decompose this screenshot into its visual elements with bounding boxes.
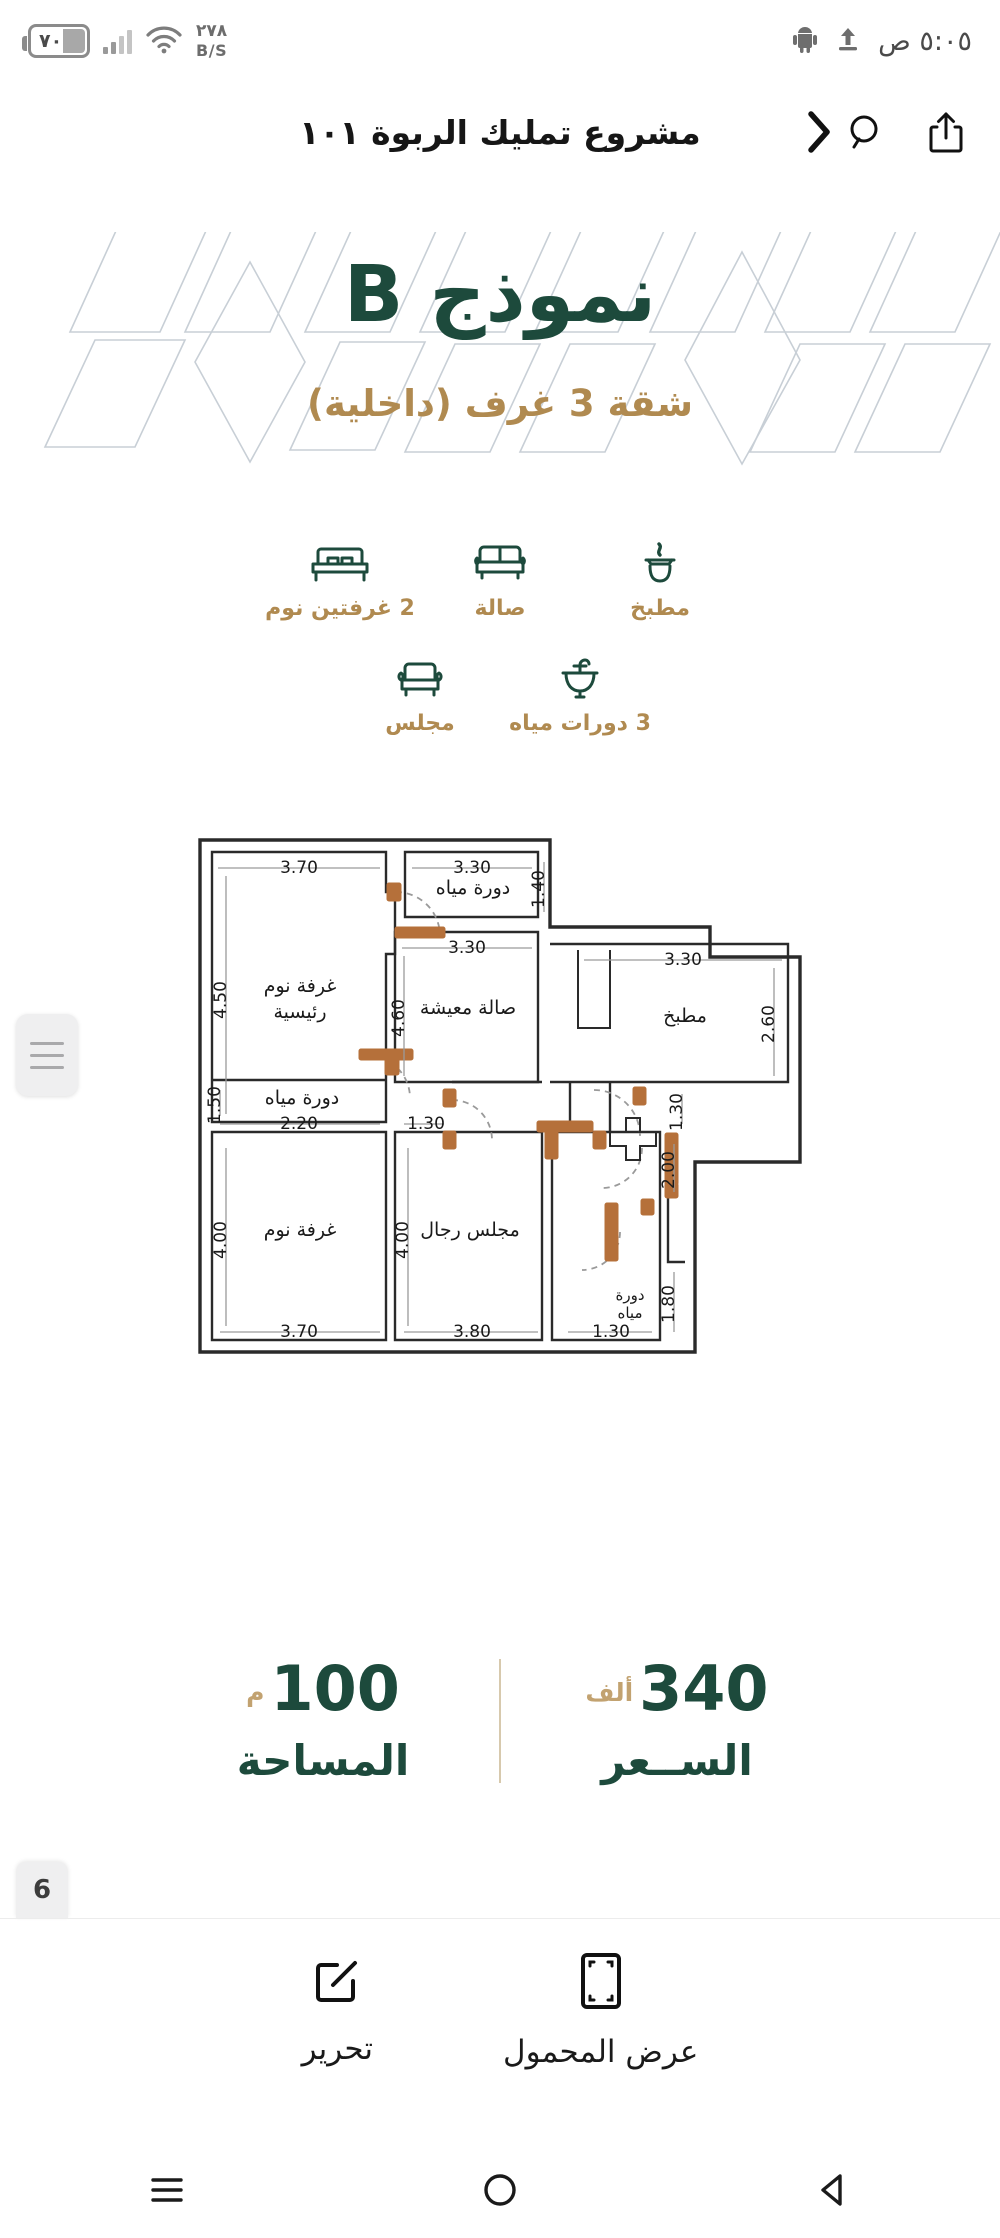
feature-kitchen: مطبخ — [580, 540, 740, 621]
network-speed-indicator: ٢٧٨ B/S — [196, 21, 228, 61]
dim-1-50: 1.50 — [205, 1086, 225, 1124]
stats-divider — [499, 1659, 501, 1783]
feature-bedrooms: 2 غرفتين نوم — [260, 540, 420, 621]
dim-3-30-kitchen: 3.30 — [664, 950, 702, 970]
feature-label: 2 غرفتين نوم — [265, 596, 415, 621]
bed-icon — [309, 540, 371, 586]
room-label-master-2: رئيسية — [273, 1001, 326, 1023]
battery-percent-label: ٧٠ — [39, 30, 63, 52]
network-speed-unit: B/S — [196, 41, 228, 60]
model-title: نموذج B — [343, 250, 657, 340]
status-bar: ٧٠ ٢٧٨ B/S — [0, 0, 1000, 82]
dim-3-80: 3.80 — [453, 1322, 491, 1342]
tool-label: تحرير — [301, 2030, 374, 2067]
feature-label: صالة — [474, 596, 526, 621]
dim-4-50: 4.50 — [211, 981, 231, 1019]
side-drag-handle[interactable] — [16, 1014, 78, 1096]
model-subtitle: شقة 3 غرف (داخلية) — [307, 382, 693, 425]
status-bar-left: ٧٠ ٢٧٨ B/S — [22, 21, 228, 61]
stat-price: ألف 340 الســعر — [527, 1651, 827, 1785]
android-robot-icon — [792, 25, 818, 57]
armchair-icon — [394, 655, 446, 701]
room-label-bath-small-1: دورة — [615, 1286, 644, 1304]
kitchen-pot-icon — [637, 540, 683, 586]
price-number: 340 — [639, 1651, 769, 1725]
back-triangle-icon[interactable] — [778, 2160, 888, 2220]
room-label-bedroom: غرفة نوم — [264, 1219, 337, 1241]
dim-1-80: 1.80 — [659, 1285, 679, 1323]
room-label-master-1: غرفة نوم — [264, 975, 337, 997]
features-section: مطبخ ص — [0, 540, 1000, 736]
share-icon[interactable] — [922, 108, 970, 156]
room-label-majlis: مجلس رجال — [420, 1219, 520, 1241]
floorplan-drawing: 3.70 3.30 4.50 1.40 3.30 4.60 3.30 2.60 … — [198, 838, 802, 1354]
decorative-diamond-pattern — [43, 232, 1000, 466]
stat-area: م 100 المساحة — [173, 1651, 473, 1785]
area-unit: م — [246, 1677, 265, 1707]
features-row-1: مطبخ ص — [0, 540, 1000, 621]
mobile-preview-button[interactable]: عرض المحمول — [503, 1950, 698, 2070]
room-label-bath-mid: دورة مياه — [265, 1087, 339, 1109]
feature-living: صالة — [420, 540, 580, 621]
area-number: 100 — [270, 1651, 400, 1725]
dim-1-30-mid: 1.30 — [407, 1114, 445, 1134]
features-row-2: 3 دورات مياه مجلس — [0, 655, 1000, 736]
price-label: الســعر — [601, 1735, 753, 1785]
edit-button[interactable]: تحرير — [302, 1953, 373, 2067]
network-speed-value: ٢٧٨ — [196, 21, 228, 41]
feature-label: 3 دورات مياه — [509, 711, 651, 736]
search-icon[interactable] — [842, 108, 890, 156]
price-unit: ألف — [585, 1677, 634, 1707]
home-circle-icon[interactable] — [445, 2160, 555, 2220]
mobile-preview-icon — [575, 1950, 627, 2016]
dim-1-30-right: 1.30 — [667, 1093, 687, 1131]
stats-section: ألف 340 الســعر م 100 المساحة — [0, 1626, 1000, 1816]
android-navigation-bar — [0, 2142, 1000, 2238]
sink-icon — [556, 655, 604, 701]
sofa-icon — [473, 540, 527, 586]
room-label-kitchen: مطبخ — [663, 1005, 707, 1027]
area-value-group: م 100 — [246, 1651, 400, 1725]
dim-4-00-mid: 4.00 — [393, 1221, 413, 1259]
battery-icon: ٧٠ — [22, 24, 90, 58]
status-clock: ٥:٠٥ ص — [878, 25, 972, 57]
dim-4-60: 4.60 — [389, 999, 409, 1037]
upload-icon — [836, 26, 860, 56]
dim-3-30-living: 3.30 — [448, 938, 486, 958]
dim-2-20: 2.20 — [280, 1114, 318, 1134]
dim-3-70-bottom: 3.70 — [280, 1322, 318, 1342]
floorplan-container[interactable]: 3.70 3.30 4.50 1.40 3.30 4.60 3.30 2.60 … — [0, 832, 1000, 1582]
header-actions — [842, 108, 970, 156]
area-label: المساحة — [236, 1735, 410, 1785]
room-label-living: صالة معيشة — [420, 997, 516, 1019]
chevron-back-icon[interactable] — [794, 108, 842, 156]
signal-bars-icon — [103, 28, 132, 54]
room-label-bath-top: دورة مياه — [436, 877, 510, 899]
room-label-bath-small-2: مياه — [618, 1304, 643, 1322]
bottom-toolbar: عرض المحمول تحرير — [0, 1918, 1000, 2100]
edit-pencil-icon — [309, 1953, 365, 2013]
feature-majlis: مجلس — [340, 655, 500, 736]
page-number-badge[interactable]: 6 — [16, 1862, 68, 1918]
dim-1-30-bottom: 1.30 — [592, 1322, 630, 1342]
price-value-group: ألف 340 — [585, 1651, 769, 1725]
dim-4-00-left: 4.00 — [211, 1221, 231, 1259]
feature-label: مجلس — [385, 711, 455, 736]
hero-banner: نموذج B شقة 3 غرف (داخلية) — [0, 232, 1000, 482]
wifi-icon — [145, 24, 183, 58]
dim-1-40: 1.40 — [529, 870, 549, 908]
status-bar-right: ٥:٠٥ ص — [792, 25, 972, 57]
dim-2-00: 2.00 — [659, 1151, 679, 1189]
tool-label: عرض المحمول — [503, 2033, 699, 2070]
recents-icon[interactable] — [112, 2160, 222, 2220]
dim-2-60: 2.60 — [759, 1005, 779, 1043]
dim-3-30-top: 3.30 — [453, 858, 491, 878]
app-header: مشروع تمليك الربوة ١٠١ — [0, 86, 1000, 178]
feature-label: مطبخ — [630, 596, 690, 621]
feature-bathrooms: 3 دورات مياه — [500, 655, 660, 736]
dim-3-70-top: 3.70 — [280, 858, 318, 878]
